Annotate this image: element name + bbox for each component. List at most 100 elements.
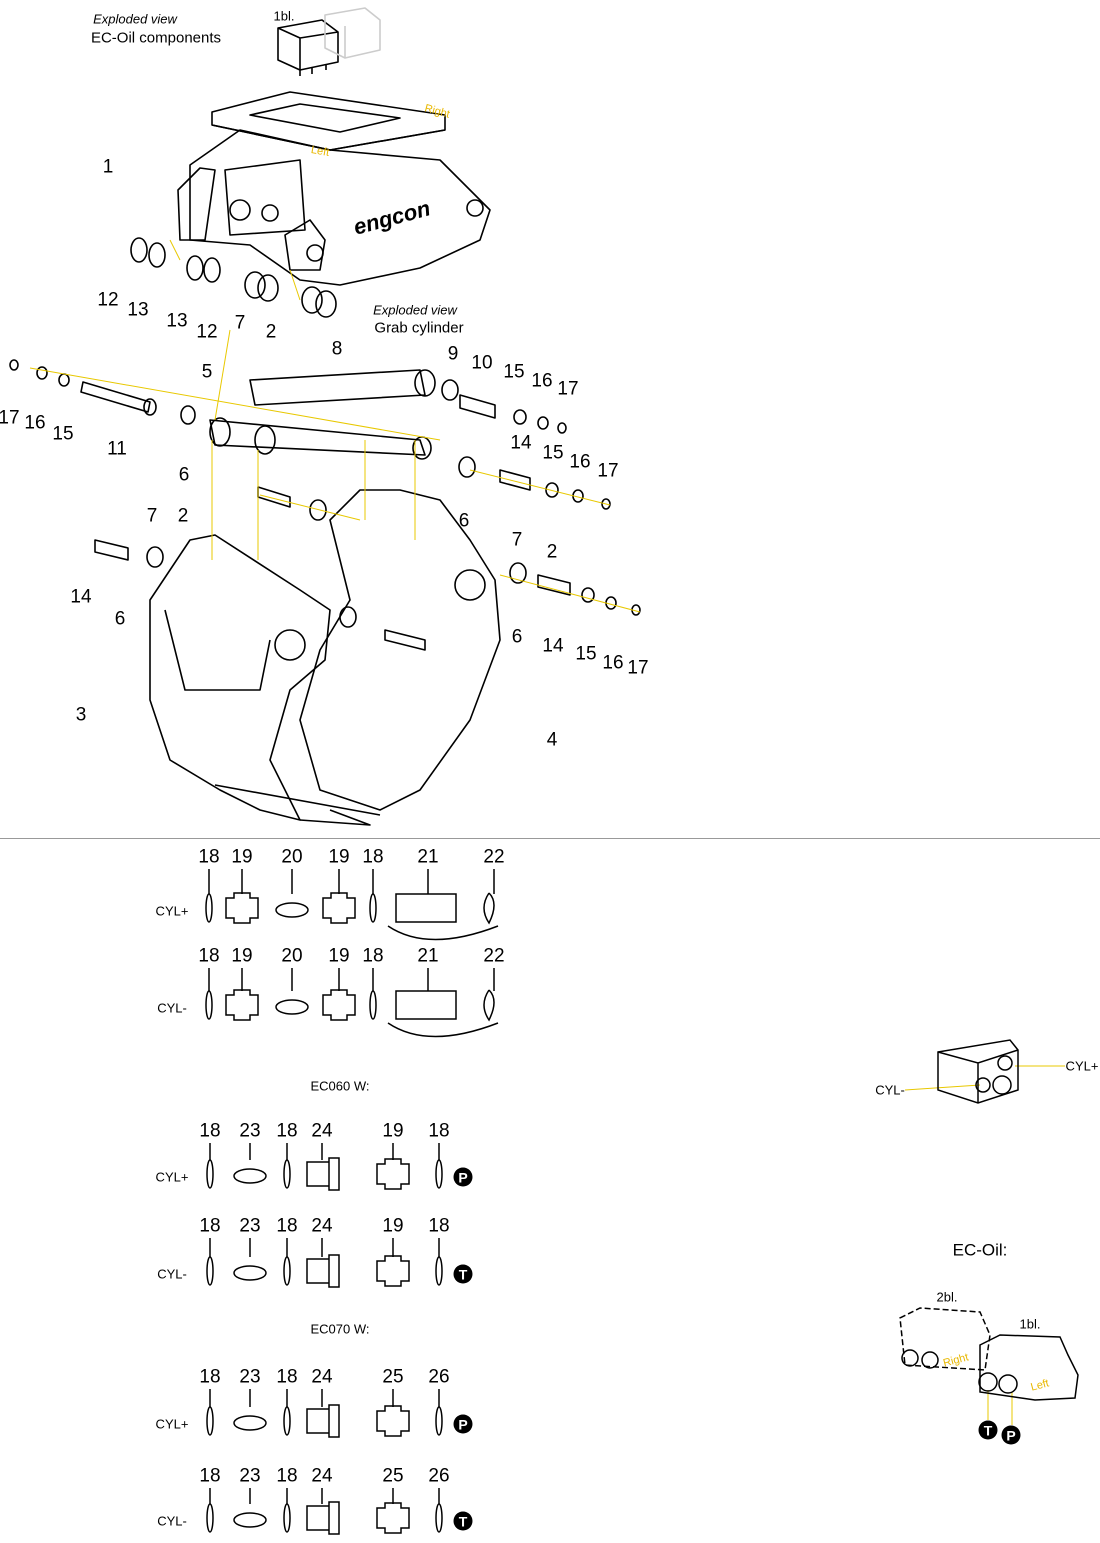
fitting-part-shape [206, 1159, 214, 1189]
part-number-label: 1 [102, 156, 114, 178]
fitting-part-shape [283, 1159, 291, 1189]
fitting-part-number: 18 [276, 1215, 298, 1237]
fitting-part-shape [233, 1265, 267, 1281]
fitting-part-shape [275, 902, 309, 918]
fitting-part-number: 18 [428, 1120, 450, 1142]
fitting-part-number: 18 [276, 1120, 298, 1142]
fitting-row-drawing [206, 1238, 443, 1288]
grab-cylinder-label: Grab cylinder [374, 319, 464, 337]
fitting-part-shape [283, 1503, 291, 1533]
exploded-view-label: Exploded view [93, 11, 177, 27]
part-number-label: 4 [546, 729, 558, 751]
part-number-label: 11 [107, 438, 127, 460]
fitting-part-shape [283, 1406, 291, 1436]
fitting-row-drawing [205, 869, 499, 941]
fitting-part-number: 26 [428, 1366, 450, 1388]
fitting-part-shape [233, 1415, 267, 1431]
fitting-part-number: 18 [362, 846, 384, 868]
fitting-part-shape [225, 892, 259, 924]
section-divider [0, 838, 1100, 839]
fitting-part-number: 21 [417, 945, 439, 967]
housing-drawing [177, 129, 491, 286]
fitting-part-shape [206, 1256, 214, 1286]
fitting-part-shape [435, 1256, 443, 1286]
part-number-label: 13 [166, 310, 188, 332]
fitting-part-number: 20 [281, 945, 303, 967]
exploded-view-label-2: Exploded view [373, 302, 457, 318]
fitting-part-number: 24 [311, 1366, 333, 1388]
fitting-part-number: 18 [276, 1366, 298, 1388]
fitting-part-number: 19 [231, 846, 253, 868]
fitting-part-shape [233, 1512, 267, 1528]
fitting-part-number: 24 [311, 1120, 333, 1142]
port-p-badge: P [1001, 1425, 1021, 1445]
washers-drawing [130, 237, 337, 318]
fitting-part-shape [205, 990, 213, 1020]
fitting-part-shape [306, 1501, 340, 1535]
fitting-part-number: 19 [328, 945, 350, 967]
port-badge: P [453, 1167, 473, 1187]
part-number-label: 17 [627, 657, 649, 679]
fitting-part-shape [435, 1159, 443, 1189]
fitting-part-number: 23 [239, 1215, 261, 1237]
fitting-part-number: 26 [428, 1465, 450, 1487]
fitting-part-number: 23 [239, 1465, 261, 1487]
fitting-part-shape [376, 1405, 410, 1437]
port-label: CYL- [157, 1266, 187, 1282]
fitting-part-shape [376, 1255, 410, 1287]
part-number-label: 13 [127, 299, 149, 321]
fitting-part-number: 18 [198, 846, 220, 868]
part-number-label: 2 [177, 505, 189, 527]
part-number-label: 14 [542, 635, 564, 657]
fitting-part-number: 19 [382, 1120, 404, 1142]
fitting-part-number: 23 [239, 1120, 261, 1142]
fitting-part-number: 18 [199, 1366, 221, 1388]
fitting-part-shape [233, 1168, 267, 1184]
part-number-label: 7 [511, 529, 523, 551]
fitting-row-drawing [206, 1389, 443, 1438]
fitting-part-number: 24 [311, 1215, 333, 1237]
port-badge: P [453, 1414, 473, 1434]
part-number-label: 16 [531, 370, 553, 392]
port-badge: T [453, 1511, 473, 1531]
fitting-part-shape [435, 1406, 443, 1436]
grab-cylinder-drawing [209, 369, 436, 460]
fitting-part-number: 19 [231, 945, 253, 967]
fitting-part-number: 18 [199, 1465, 221, 1487]
fitting-part-number: 18 [198, 945, 220, 967]
yellow-leader-lines [29, 239, 1065, 1425]
part-number-label: 17 [557, 378, 579, 400]
fitting-part-number: 18 [199, 1215, 221, 1237]
part-number-label: 6 [511, 626, 523, 648]
fitting-part-number: 22 [483, 846, 505, 868]
part-number-label: 17 [597, 460, 619, 482]
fitting-part-number: 19 [328, 846, 350, 868]
port-label: CYL+ [155, 1416, 189, 1432]
part-number-label: 14 [510, 432, 532, 454]
part-number-label: 8 [331, 338, 343, 360]
part-number-label: 5 [201, 361, 213, 383]
fitting-part-shape [283, 1256, 291, 1286]
fitting-part-number: 24 [311, 1465, 333, 1487]
fitting-part-shape [376, 1158, 410, 1190]
fitting-part-shape [376, 1502, 410, 1534]
part-number-label: 16 [24, 412, 46, 434]
grab-arm-3-drawing [149, 534, 331, 821]
part-number-label: 12 [196, 321, 218, 343]
part-number-label: 6 [114, 608, 126, 630]
fitting-part-number: 18 [276, 1465, 298, 1487]
part-number-label: 2 [265, 321, 277, 343]
valve-cyl-plus-label: CYL+ [1065, 1058, 1099, 1074]
fitting-part-shape [483, 892, 495, 925]
port-label: CYL- [157, 1000, 187, 1016]
fitting-part-number: 25 [382, 1465, 404, 1487]
part-number-label: 7 [234, 312, 246, 334]
fitting-part-number: 25 [382, 1366, 404, 1388]
ec-oil-components-label: EC-Oil components [90, 29, 222, 47]
fitting-part-number: 21 [417, 846, 439, 868]
part-number-label: 14 [70, 586, 92, 608]
port-label: CYL+ [155, 903, 189, 919]
fitting-part-shape [306, 1157, 340, 1191]
grab-arm-4-drawing [214, 489, 501, 826]
